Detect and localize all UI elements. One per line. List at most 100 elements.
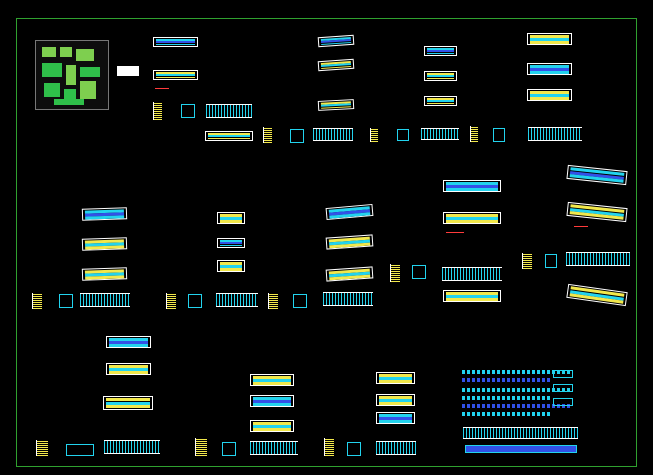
floor-plan-band bbox=[109, 341, 148, 344]
floor-plan-band bbox=[379, 414, 412, 417]
floor-plan bbox=[317, 99, 355, 111]
floor-plan bbox=[205, 131, 253, 141]
floor-plan-band bbox=[446, 188, 498, 191]
floor-plan bbox=[376, 412, 415, 424]
floor-plan-band bbox=[427, 102, 454, 105]
section-drawing bbox=[290, 129, 304, 143]
schedule-row bbox=[462, 388, 572, 392]
floor-plan-band bbox=[446, 185, 498, 188]
red-annotation-mark bbox=[574, 226, 588, 227]
floor-plan-band bbox=[446, 182, 498, 185]
elevation-drawing bbox=[376, 441, 416, 455]
schedule-row bbox=[462, 378, 550, 382]
floor-plan-band bbox=[379, 396, 412, 399]
floor-plan-band bbox=[109, 365, 148, 368]
site-plan-block bbox=[44, 83, 60, 97]
section-drawing bbox=[36, 440, 48, 456]
section-drawing bbox=[470, 126, 478, 142]
floor-plan-band bbox=[530, 71, 569, 74]
floor-plan-band bbox=[106, 401, 150, 405]
floor-plan-band bbox=[530, 68, 569, 71]
floor-plan bbox=[250, 395, 294, 407]
floor-plan-band bbox=[530, 97, 569, 100]
floor-plan-band bbox=[208, 133, 250, 135]
floor-plan bbox=[250, 420, 294, 432]
elevation-drawing bbox=[216, 293, 258, 307]
floor-plan-band bbox=[446, 214, 498, 217]
floor-plan bbox=[376, 394, 415, 406]
site-plan-legend-box bbox=[117, 66, 139, 76]
floor-plan-band bbox=[427, 100, 454, 103]
floor-plan bbox=[424, 96, 457, 106]
floor-plan bbox=[443, 212, 501, 224]
site-plan-block bbox=[76, 49, 94, 61]
floor-plan-band bbox=[379, 420, 412, 423]
floor-plan bbox=[424, 46, 457, 56]
floor-plan bbox=[376, 372, 415, 384]
section-drawing bbox=[181, 104, 195, 118]
schedule-row bbox=[462, 370, 572, 374]
floor-plan bbox=[527, 33, 572, 45]
floor-plan bbox=[527, 63, 572, 75]
floor-plan-band bbox=[208, 135, 250, 138]
floor-plan bbox=[443, 180, 501, 192]
floor-plan-band bbox=[253, 428, 291, 431]
floor-plan-band bbox=[446, 295, 498, 298]
section-drawing bbox=[166, 293, 176, 309]
floor-plan-band bbox=[253, 422, 291, 425]
schedule-row bbox=[462, 404, 572, 408]
section-drawing bbox=[493, 128, 505, 142]
floor-plan bbox=[81, 237, 128, 251]
site-plan-block bbox=[42, 47, 56, 57]
floor-plan-band bbox=[253, 376, 291, 379]
floor-plan-band bbox=[220, 214, 242, 217]
site-plan-block bbox=[42, 63, 62, 77]
floor-plan-band bbox=[220, 262, 242, 265]
floor-plan bbox=[81, 267, 128, 281]
floor-plan bbox=[153, 70, 198, 80]
red-annotation-mark bbox=[155, 88, 169, 89]
floor-plan-band bbox=[156, 39, 195, 41]
elevation-drawing bbox=[80, 293, 130, 307]
floor-plan-band bbox=[220, 244, 242, 247]
elevation-drawing bbox=[528, 127, 582, 141]
floor-plan-band bbox=[85, 245, 125, 250]
site-plan-block bbox=[80, 81, 96, 99]
drawing-border-frame bbox=[16, 18, 637, 467]
elevation-drawing bbox=[463, 427, 578, 439]
red-annotation-mark bbox=[446, 232, 464, 233]
floor-plan-band bbox=[446, 220, 498, 223]
section-drawing bbox=[32, 293, 42, 309]
base-strip bbox=[465, 445, 577, 453]
elevation-drawing bbox=[421, 128, 459, 140]
floor-plan bbox=[106, 363, 151, 375]
floor-plan-band bbox=[427, 75, 454, 78]
section-drawing bbox=[324, 438, 334, 456]
section-drawing bbox=[293, 294, 307, 308]
section-drawing bbox=[195, 438, 207, 456]
floor-plan-band bbox=[156, 76, 195, 79]
floor-plan-band bbox=[379, 374, 412, 377]
floor-plan-band bbox=[220, 242, 242, 245]
floor-plan-band bbox=[530, 94, 569, 97]
floor-plan-band bbox=[530, 35, 569, 38]
elevation-drawing bbox=[323, 292, 373, 306]
floor-plan-band bbox=[253, 379, 291, 382]
floor-plan bbox=[153, 37, 198, 47]
floor-plan-band bbox=[427, 98, 454, 100]
floor-plan bbox=[217, 260, 245, 272]
site-plan bbox=[35, 40, 109, 110]
floor-plan bbox=[81, 207, 128, 221]
floor-plan-band bbox=[379, 377, 412, 380]
site-plan-block bbox=[66, 65, 76, 85]
floor-plan-band bbox=[106, 398, 150, 402]
floor-plan-band bbox=[379, 417, 412, 420]
floor-plan-band bbox=[156, 43, 195, 46]
floor-plan bbox=[424, 71, 457, 81]
floor-plan bbox=[527, 89, 572, 101]
section-drawing bbox=[59, 294, 73, 308]
section-drawing bbox=[222, 442, 236, 456]
section-drawing bbox=[66, 444, 94, 456]
floor-plan-band bbox=[253, 382, 291, 385]
